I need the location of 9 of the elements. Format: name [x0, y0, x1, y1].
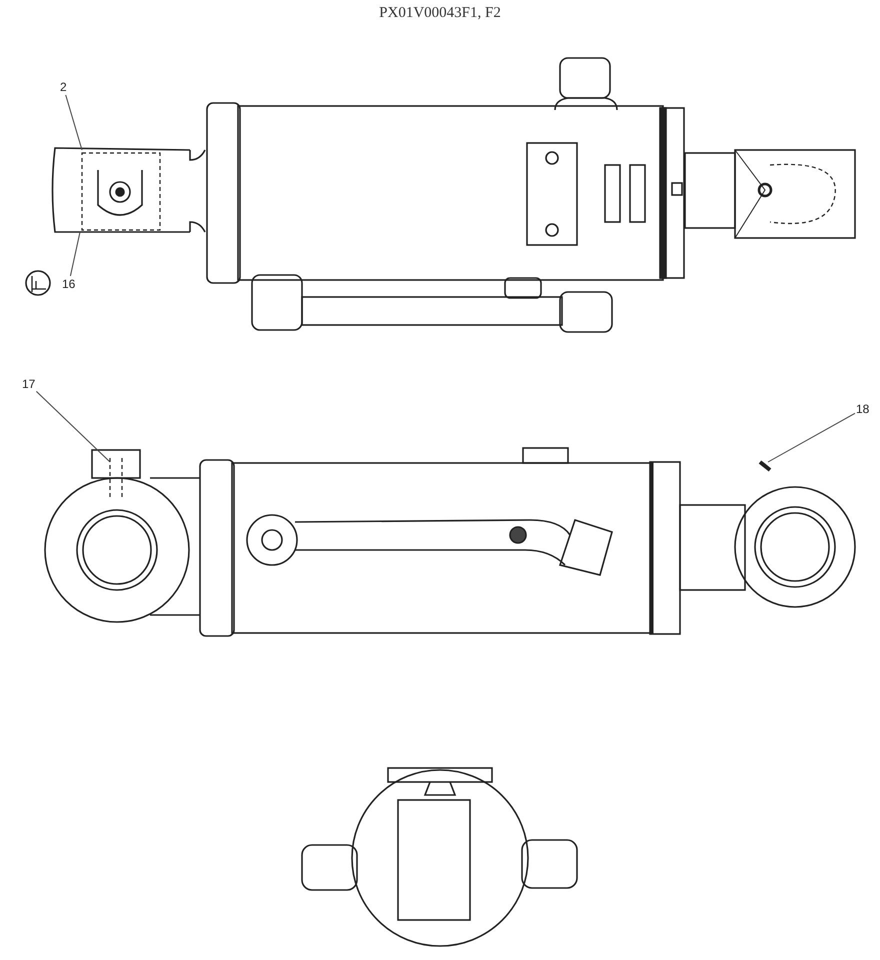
leader-line: [768, 412, 856, 462]
callout-number: 18: [856, 402, 870, 416]
callout-number: 2: [60, 80, 67, 94]
drawing-number: PX01V00043F1, F2: [379, 5, 501, 21]
callout-number: 16: [62, 277, 76, 291]
leader-line: [70, 232, 80, 276]
callout-number: 17: [22, 377, 36, 391]
leader-line: [65, 94, 82, 150]
leader-line: [36, 390, 110, 462]
